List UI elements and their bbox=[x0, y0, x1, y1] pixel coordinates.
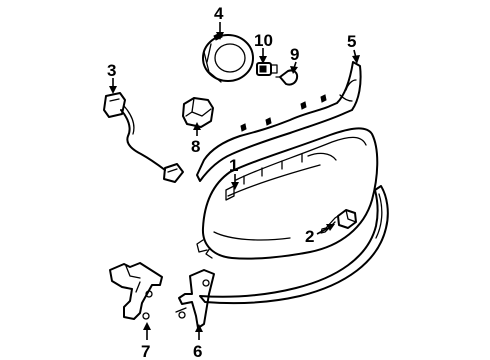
part-8-bulb-holder bbox=[182, 97, 214, 128]
part-10-bulb-socket bbox=[256, 62, 278, 76]
callout-2: 2 bbox=[305, 227, 314, 246]
part-6-lower-trim bbox=[175, 185, 389, 329]
callout-1: 1 bbox=[229, 156, 238, 175]
callout-8: 8 bbox=[191, 137, 200, 156]
part-9-bulb bbox=[275, 69, 299, 86]
part-2-bolt bbox=[320, 209, 357, 234]
part-1-headlamp-assembly bbox=[196, 127, 379, 260]
part-7-bracket bbox=[109, 262, 163, 320]
callout-labels: 4 10 9 5 3 8 1 2 6 7 bbox=[107, 4, 356, 360]
callout-10: 10 bbox=[254, 31, 273, 50]
callout-6: 6 bbox=[193, 342, 202, 360]
callout-3: 3 bbox=[107, 61, 116, 80]
callout-7: 7 bbox=[141, 342, 150, 360]
part-3-wiring-pigtail bbox=[103, 92, 184, 183]
callout-9: 9 bbox=[290, 45, 299, 64]
callout-5: 5 bbox=[347, 32, 356, 51]
callout-4: 4 bbox=[214, 4, 224, 23]
part-5-upper-trim bbox=[196, 61, 362, 182]
leader-lines bbox=[109, 22, 360, 340]
part-4-socket-retainer bbox=[202, 32, 254, 83]
